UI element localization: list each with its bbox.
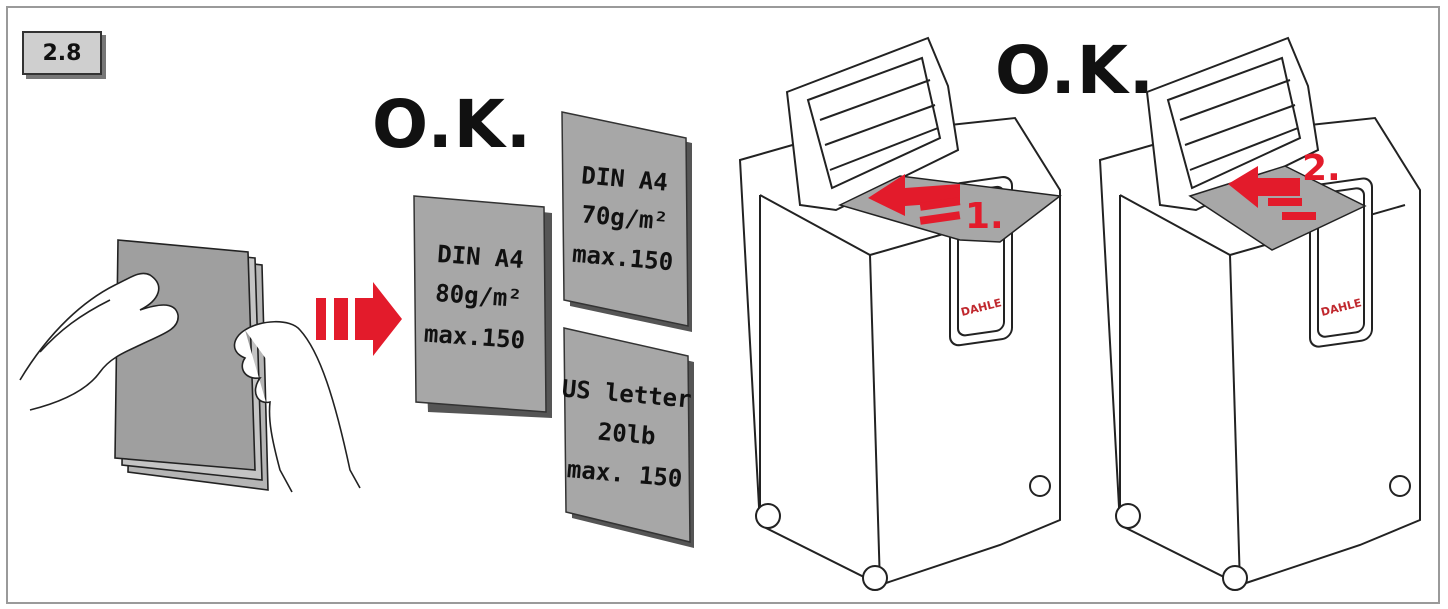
paper-shredder-icon: DAHLE (738, 36, 1061, 591)
figure-frame (6, 6, 1440, 604)
step-label-1: 1. (965, 196, 1004, 237)
stack1-line2: 80g/m² (434, 279, 522, 313)
ok-label-shredder: O.K. (995, 32, 1155, 109)
paper-feed-1: 1. (837, 174, 1062, 243)
paper-stack-din-a4-70g: DIN A4 70g/m² max.150 (561, 111, 692, 332)
paper-shredder-icon: DAHLE (1098, 36, 1421, 591)
red-arrow-icon (316, 282, 402, 356)
hands-holding-paper-icon (19, 239, 361, 493)
paper-feed-2: 2. (1188, 148, 1367, 251)
stack1-line1: DIN A4 (436, 240, 524, 274)
stack3-line2: 20lb (597, 418, 657, 451)
paper-stack-us-letter: US letter 20lb max. 150 (561, 327, 694, 548)
step-label-2: 2. (1302, 148, 1341, 189)
paper-stack-din-a4-80g: DIN A4 80g/m² max.150 (413, 195, 552, 418)
step-number-badge: 2.8 (22, 31, 102, 75)
ok-label-paper: O.K. (372, 86, 532, 163)
